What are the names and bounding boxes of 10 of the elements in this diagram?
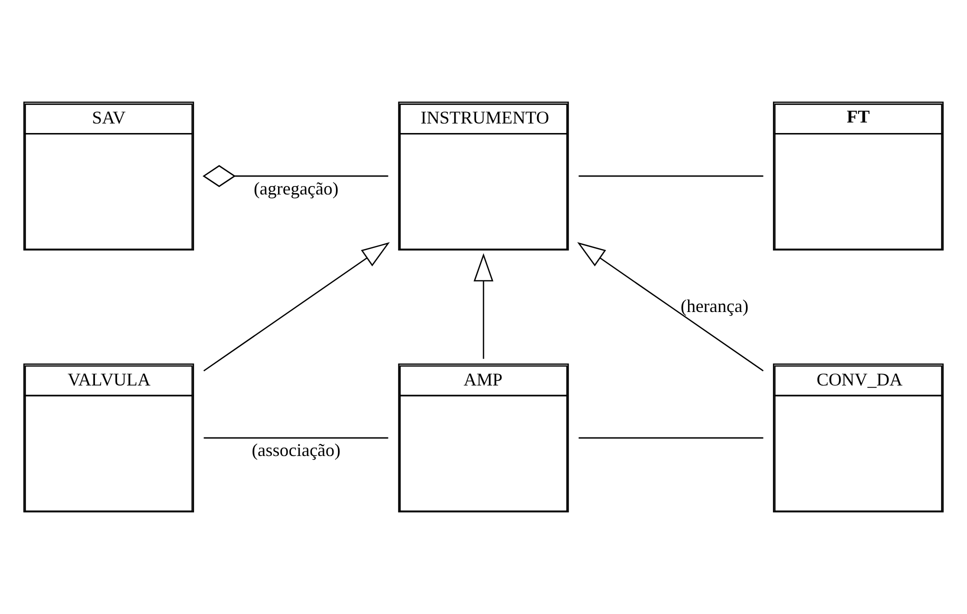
connector [204, 437, 388, 439]
connector [578, 437, 764, 439]
edge-label: (associação) [252, 440, 340, 460]
arrow [577, 242, 764, 372]
arrow [474, 253, 494, 359]
connector [578, 175, 764, 177]
edge-label: (agregação) [254, 178, 338, 198]
connector [202, 165, 388, 188]
arrow [203, 242, 390, 372]
edge-label: (herança) [680, 296, 748, 316]
